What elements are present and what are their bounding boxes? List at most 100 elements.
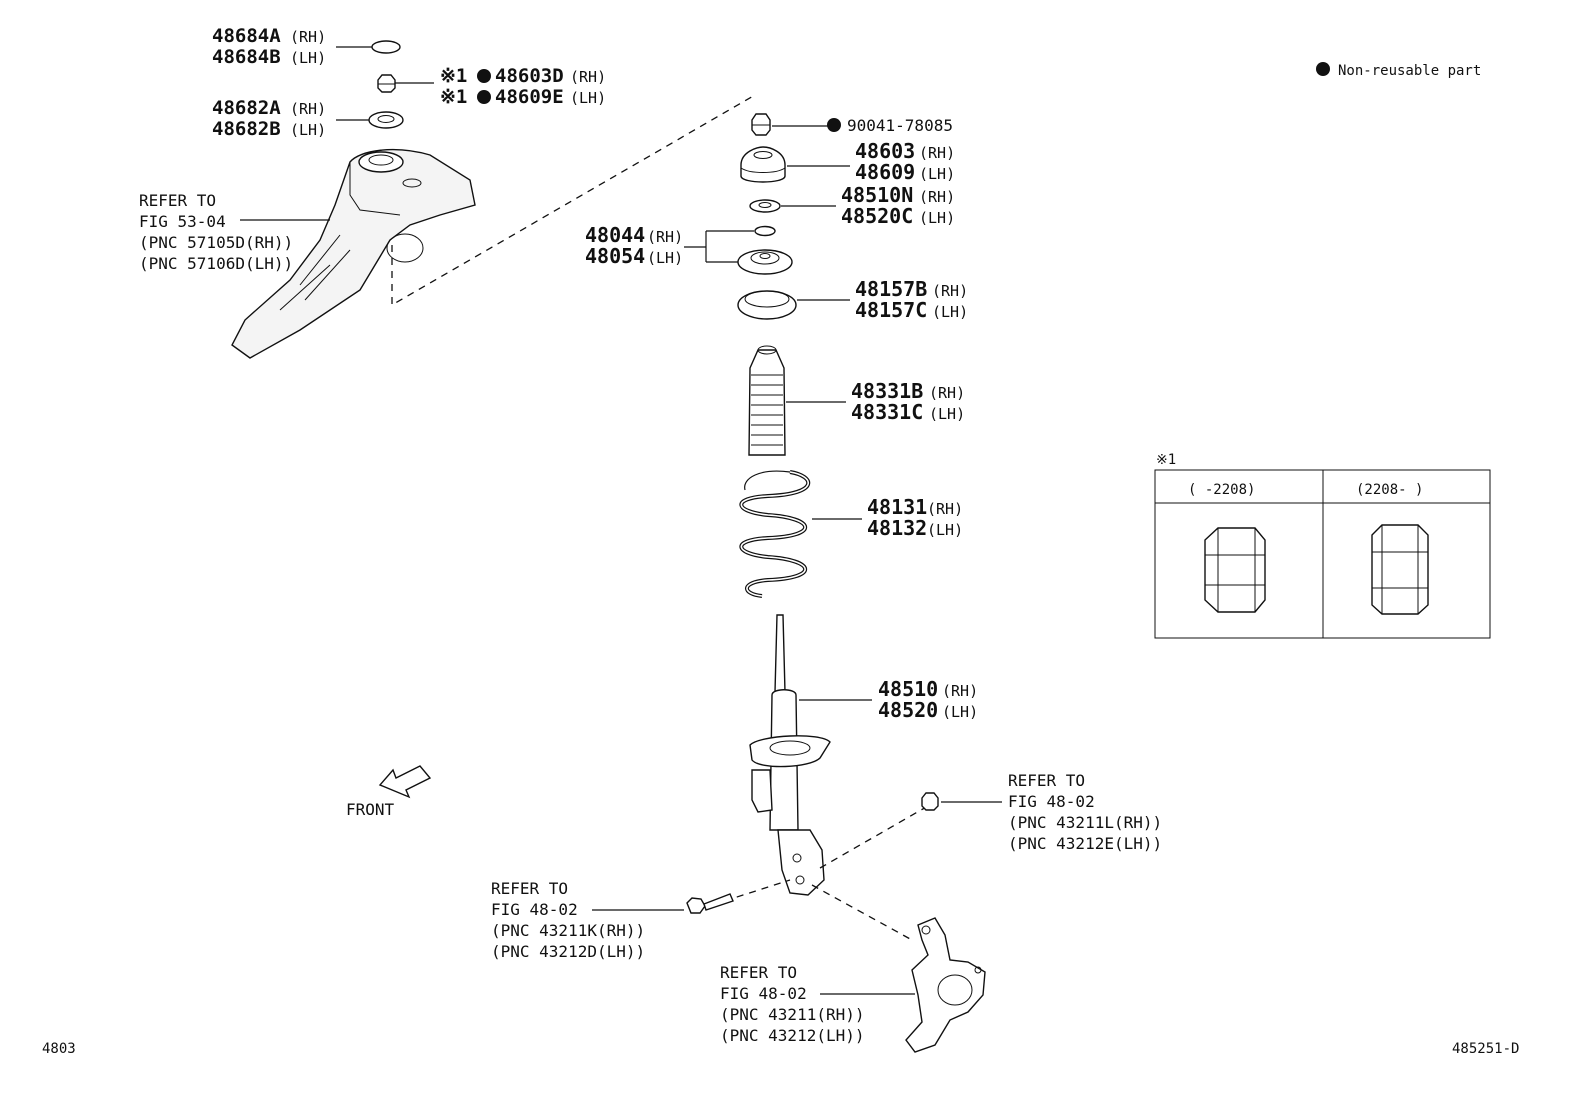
callout-ref-53-04[interactable]: REFER TO FIG 53-04 (PNC 57105D(RH)) (PNC… [139,191,293,273]
part-number-lh: 48520 [878,698,938,722]
ref-line: (PNC 57106D(LH)) [139,254,293,273]
part-number-rh: 48157B [855,277,927,301]
part-number-lh: 48684B [212,46,281,68]
side-label: (LH) [919,209,955,227]
part-number: 90041-78085 [847,116,953,135]
part-number-rh: 48044 [585,223,645,247]
side-label: (LH) [290,49,326,67]
legend-label: Non-reusable part [1338,63,1481,79]
ref-line: (PNC 43211K(RH)) [491,921,645,940]
assembly-dashed-line [391,94,756,307]
callout-ref-48-02-bolt[interactable]: REFER TO FIG 48-02 (PNC 43211K(RH)) (PNC… [491,879,645,961]
coil-spring-part-icon [739,470,811,598]
part-number-rh: 48510N [841,183,913,207]
washer-part-icon [368,111,404,129]
callout-48510[interactable]: 48510 (RH) 48520 (LH) [878,677,978,722]
side-label: (RH) [919,144,955,162]
page-code: 4803 [42,1041,76,1057]
part-number-lh: 48157C [855,298,927,322]
steering-knuckle-part-icon [905,917,986,1053]
assembly-dashed-line [811,884,913,941]
part-number-rh: 48331B [851,379,923,403]
upper-spring-seat-part-icon [737,249,793,275]
note-mark: ※1 [440,65,467,87]
part-number-rh: 48682A [212,97,281,119]
side-label: (LH) [927,521,963,539]
callout-48157[interactable]: 48157B (RH) 48157C (LH) [855,277,968,322]
side-label: (RH) [919,188,955,206]
ref-line: (PNC 57105D(RH)) [139,233,293,252]
callout-90041[interactable]: 90041-78085 [827,116,953,135]
front-arrow-icon [378,765,432,799]
side-label: (LH) [570,89,606,107]
note-column-header: (2208- ) [1356,482,1423,498]
side-label: (RH) [290,28,326,46]
note-mark: ※1 [440,86,467,108]
leader-line [684,230,754,263]
ref-line: (PNC 43212(LH)) [720,1026,865,1045]
non-reusable-dot-icon [477,90,491,104]
part-number-lh: 48609E [495,86,564,108]
callout-48603D[interactable]: ※1 48603D (RH) ※1 48609E (LH) [440,65,606,108]
side-label: (LH) [290,121,326,139]
nut-part-icon [377,74,396,93]
shock-absorber-part-icon [749,614,831,896]
ref-line: REFER TO [720,963,797,982]
body-panel-part [231,148,476,359]
callout-48684[interactable]: 48684A (RH) 48684B (LH) [212,25,326,68]
callout-48603[interactable]: 48603 (RH) 48609 (LH) [855,139,955,184]
non-reusable-dot-icon [477,69,491,83]
note-table-mark: ※1 [1156,452,1176,468]
ref-line: FIG 48-02 [491,900,578,919]
side-label: (RH) [290,100,326,118]
side-label: (RH) [570,68,606,86]
callout-48682[interactable]: 48682A (RH) 48682B (LH) [212,97,326,140]
ref-line: REFER TO [491,879,568,898]
part-number-rh: 48603 [855,139,915,163]
dust-boot-part-icon [748,345,786,456]
legend: Non-reusable part [1316,62,1481,79]
callout-48131[interactable]: 48131 (RH) 48132 (LH) [867,495,963,540]
side-label: (LH) [932,303,968,321]
callout-ref-48-02-nut[interactable]: REFER TO FIG 48-02 (PNC 43211L(RH)) (PNC… [1008,771,1162,853]
callout-48044[interactable]: 48044 (RH) 48054 (LH) [585,223,683,268]
part-number-rh: 48603D [495,65,564,87]
part-number-lh: 48682B [212,118,281,140]
side-label: (RH) [942,682,978,700]
callout-48510N[interactable]: 48510N (RH) 48520C (LH) [841,183,955,228]
ref-line: FIG 48-02 [720,984,807,1003]
washer-part-icon [749,199,781,213]
part-number-rh: 48131 [867,495,927,519]
nut-old-type-icon [1204,527,1266,613]
side-label: (RH) [647,228,683,246]
ref-line: (PNC 43211(RH)) [720,1005,865,1024]
part-number-lh: 48609 [855,160,915,184]
nut-part-icon [751,113,771,136]
part-number-lh: 48132 [867,516,927,540]
side-label: (RH) [927,500,963,518]
nut-part-icon [921,792,939,811]
cap-part-icon [371,40,401,54]
nut-new-type-icon [1371,524,1429,615]
ref-line: FIG 48-02 [1008,792,1095,811]
part-number-rh: 48684A [212,25,281,47]
insulator-part-icon [737,290,797,320]
ref-line: (PNC 43212E(LH)) [1008,834,1162,853]
side-label: (RH) [929,384,965,402]
side-label: (LH) [929,405,965,423]
non-reusable-dot-icon [1316,62,1330,76]
ref-line: FIG 53-04 [139,212,226,231]
note-table: ※1 ( -2208) (2208- ) [1154,452,1491,639]
callout-48331[interactable]: 48331B (RH) 48331C (LH) [851,379,965,424]
side-label: (LH) [647,249,683,267]
bolt-part-icon [686,893,734,914]
ref-line: REFER TO [139,191,216,210]
part-number-lh: 48054 [585,244,645,268]
ref-line: (PNC 43212D(LH)) [491,942,645,961]
front-indicator: FRONT [346,765,432,819]
assembly-dashed-line [819,805,929,869]
callout-ref-48-02-knuckle[interactable]: REFER TO FIG 48-02 (PNC 43211(RH)) (PNC … [720,963,865,1045]
front-label: FRONT [346,800,395,819]
